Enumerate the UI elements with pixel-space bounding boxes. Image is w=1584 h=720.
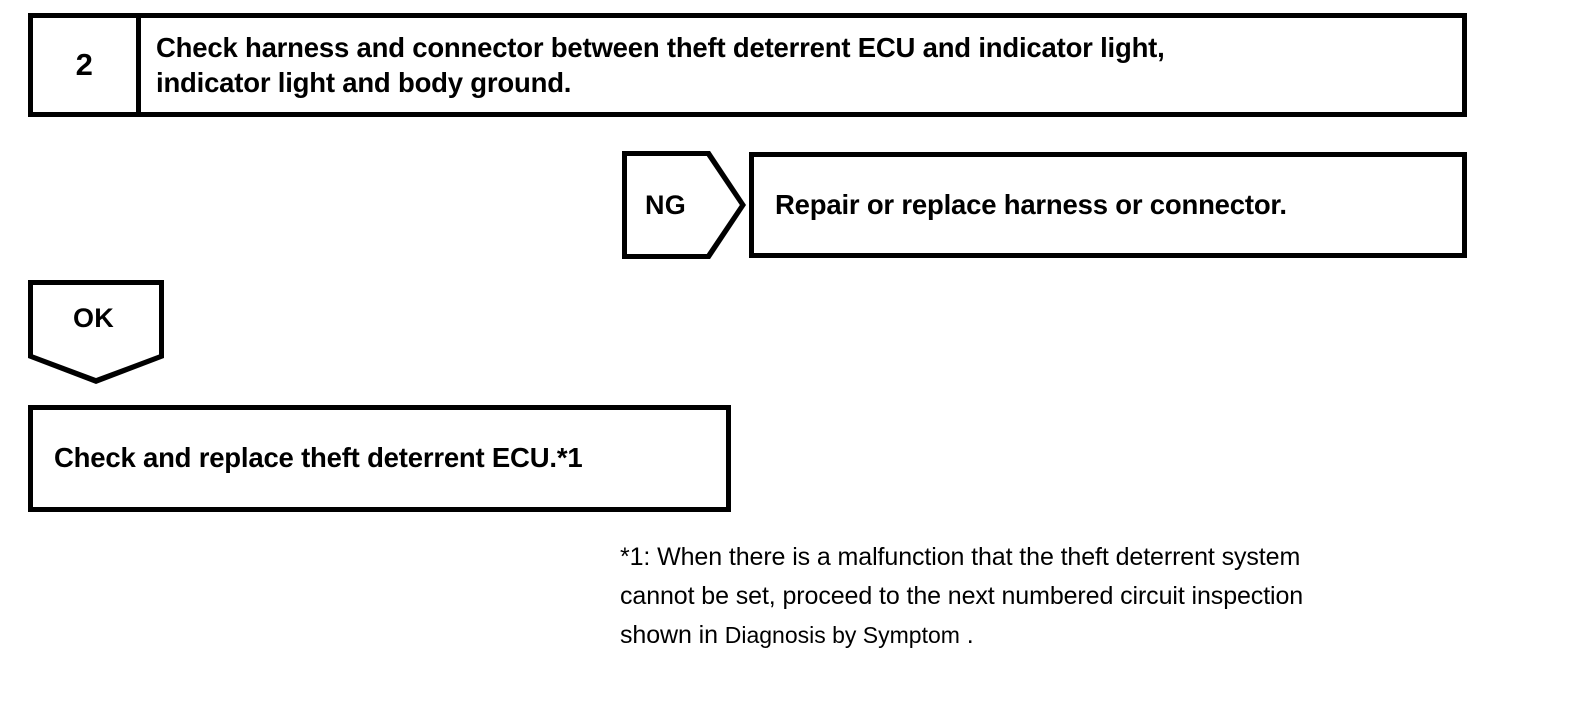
footnote-line-3: shown in Diagnosis by Symptom . <box>620 616 1520 655</box>
step-instruction-text: Check harness and connector between thef… <box>156 30 1165 100</box>
step-number-cell: 2 <box>33 18 141 112</box>
step-number: 2 <box>75 47 94 82</box>
ok-branch-label: OK <box>73 303 115 333</box>
footnote: *1: When there is a malfunction that the… <box>620 538 1520 655</box>
step-instruction-line-1: Check harness and connector between thef… <box>156 31 1165 63</box>
step-box: 2 Check harness and connector between th… <box>28 13 1467 117</box>
footnote-line-2: cannot be set, proceed to the next numbe… <box>620 582 1304 610</box>
step-instruction-line-2: indicator light and body ground. <box>156 67 572 98</box>
footnote-cross-reference: Diagnosis by Symptom <box>724 622 960 648</box>
footnote-line-3-suffix: . <box>959 621 974 649</box>
ng-branch-label: NG <box>645 190 687 220</box>
ok-result-text: Check and replace theft deterrent ECU.*1 <box>54 442 583 474</box>
step-instruction-cell: Check harness and connector between thef… <box>141 18 1462 112</box>
footnote-line-1: *1: When there is a malfunction that the… <box>620 543 1301 571</box>
ng-result-text: Repair or replace harness or connector. <box>775 188 1287 220</box>
footnote-line-3-prefix: shown in <box>620 621 725 649</box>
ng-result-box: Repair or replace harness or connector. <box>749 152 1467 258</box>
ok-branch-arrow <box>28 280 164 384</box>
ok-result-box: Check and replace theft deterrent ECU.*1 <box>28 405 731 512</box>
